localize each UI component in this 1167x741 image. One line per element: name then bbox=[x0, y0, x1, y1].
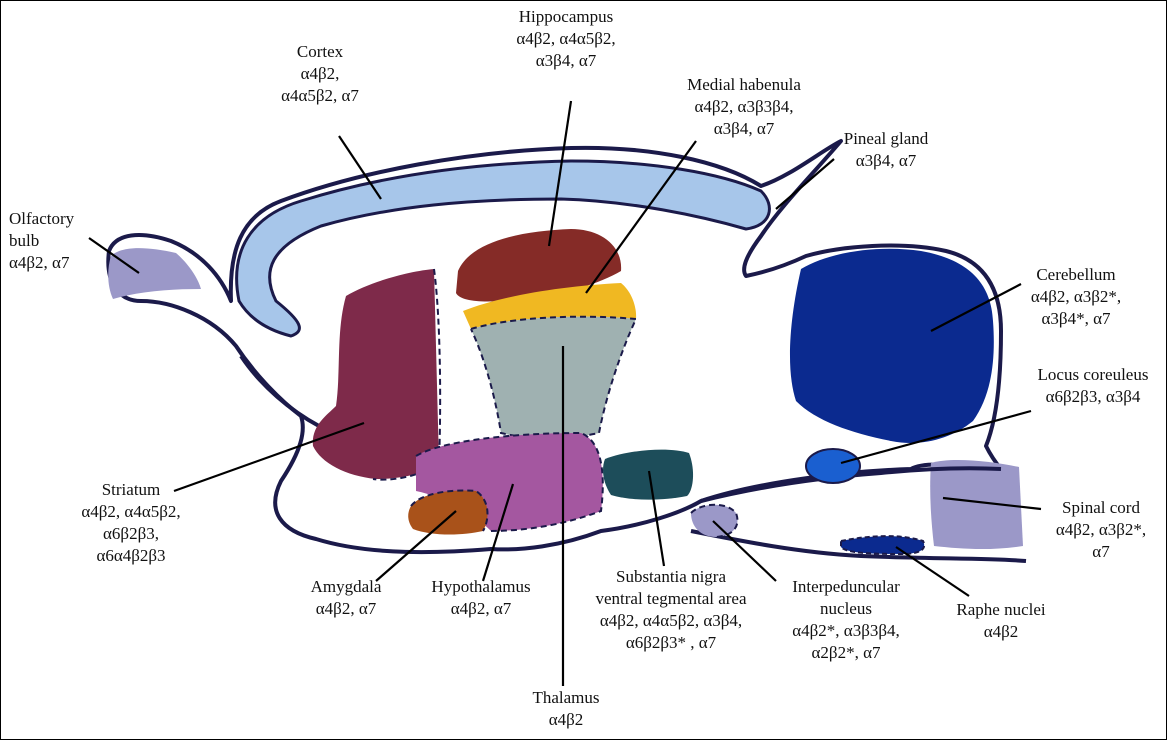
hippocampus-name: Hippocampus bbox=[481, 6, 651, 28]
substantia-nigra-region bbox=[603, 450, 693, 500]
striatum-subunits-1: α4β2, α4α5β2, bbox=[56, 501, 206, 523]
amygdala-name: Amygdala bbox=[291, 576, 401, 598]
locus-coeruleus-region bbox=[806, 449, 860, 483]
raphe-nuclei-region bbox=[841, 536, 924, 554]
striatum-subunits-2: α6β2β3, bbox=[56, 523, 206, 545]
interpeduncular-name: Interpeduncular bbox=[771, 576, 921, 598]
raphe-nuclei-subunits: α4β2 bbox=[946, 621, 1056, 643]
label-interpeduncular: Interpeduncular nucleus α4β2*, α3β3β4, α… bbox=[771, 576, 921, 664]
label-thalamus: Thalamus α4β2 bbox=[521, 687, 611, 731]
label-raphe-nuclei: Raphe nuclei α4β2 bbox=[946, 599, 1056, 643]
interpeduncular-subunits-2: α2β2*, α7 bbox=[771, 642, 921, 664]
thalamus-name: Thalamus bbox=[521, 687, 611, 709]
cerebellum-subunits-1: α4β2, α3β2*, bbox=[1016, 286, 1136, 308]
striatum-name: Striatum bbox=[56, 479, 206, 501]
spinal-cord-name: Spinal cord bbox=[1041, 497, 1161, 519]
label-spinal-cord: Spinal cord α4β2, α3β2*, α7 bbox=[1041, 497, 1161, 563]
spinal-cord-subunits-1: α4β2, α3β2*, bbox=[1041, 519, 1161, 541]
label-olfactory-bulb: Olfactory bulb α4β2, α7 bbox=[9, 208, 74, 274]
olfactory-bulb-name2: bulb bbox=[9, 230, 74, 252]
pineal-gland-subunits: α3β4, α7 bbox=[821, 150, 951, 172]
raphe-nuclei-name: Raphe nuclei bbox=[946, 599, 1056, 621]
medial-habenula-subunits-2: α3β4, α7 bbox=[659, 118, 829, 140]
hypothalamus-name: Hypothalamus bbox=[416, 576, 546, 598]
label-cortex: Cortex α4β2, α4α5β2, α7 bbox=[245, 41, 395, 107]
label-medial-habenula: Medial habenula α4β2, α3β3β4, α3β4, α7 bbox=[659, 74, 829, 140]
spinal-cord-subunits-2: α7 bbox=[1041, 541, 1161, 563]
striatum-subunits-3: α6α4β2β3 bbox=[56, 545, 206, 567]
hippocampus-subunits-1: α4β2, α4α5β2, bbox=[481, 28, 651, 50]
amygdala-subunits: α4β2, α7 bbox=[291, 598, 401, 620]
substantia-nigra-subunits-2: α6β2β3* , α7 bbox=[576, 632, 766, 654]
pineal-gland-name: Pineal gland bbox=[821, 128, 951, 150]
label-cerebellum: Cerebellum α4β2, α3β2*, α3β4*, α7 bbox=[1016, 264, 1136, 330]
label-substantia-nigra: Substantia nigra ventral tegmental area … bbox=[576, 566, 766, 654]
medial-habenula-name: Medial habenula bbox=[659, 74, 829, 96]
substantia-nigra-name2: ventral tegmental area bbox=[576, 588, 766, 610]
interpeduncular-name2: nucleus bbox=[771, 598, 921, 620]
label-amygdala: Amygdala α4β2, α7 bbox=[291, 576, 401, 620]
cortex-name: Cortex bbox=[245, 41, 395, 63]
locus-coeruleus-subunits: α6β2β3, α3β4 bbox=[1023, 386, 1163, 408]
locus-coeruleus-name: Locus coreuleus bbox=[1023, 364, 1163, 386]
cerebellum-subunits-2: α3β4*, α7 bbox=[1016, 308, 1136, 330]
cerebellum-region bbox=[790, 249, 994, 443]
substantia-nigra-subunits-1: α4β2, α4α5β2, α3β4, bbox=[576, 610, 766, 632]
hypothalamus-subunits: α4β2, α7 bbox=[416, 598, 546, 620]
hippocampus-subunits-2: α3β4, α7 bbox=[481, 50, 651, 72]
label-striatum: Striatum α4β2, α4α5β2, α6β2β3, α6α4β2β3 bbox=[56, 479, 206, 567]
medial-habenula-subunits-1: α4β2, α3β3β4, bbox=[659, 96, 829, 118]
substantia-nigra-name: Substantia nigra bbox=[576, 566, 766, 588]
olfactory-bulb-subunits: α4β2, α7 bbox=[9, 252, 74, 274]
cortex-subunits-2: α4α5β2, α7 bbox=[245, 85, 395, 107]
label-pineal-gland: Pineal gland α3β4, α7 bbox=[821, 128, 951, 172]
label-hippocampus: Hippocampus α4β2, α4α5β2, α3β4, α7 bbox=[481, 6, 651, 72]
interpeduncular-subunits-1: α4β2*, α3β3β4, bbox=[771, 620, 921, 642]
label-hypothalamus: Hypothalamus α4β2, α7 bbox=[416, 576, 546, 620]
thalamus-subunits: α4β2 bbox=[521, 709, 611, 731]
label-locus-coeruleus: Locus coreuleus α6β2β3, α3β4 bbox=[1023, 364, 1163, 408]
cortex-subunits-1: α4β2, bbox=[245, 63, 395, 85]
olfactory-bulb-name: Olfactory bbox=[9, 208, 74, 230]
cerebellum-name: Cerebellum bbox=[1016, 264, 1136, 286]
